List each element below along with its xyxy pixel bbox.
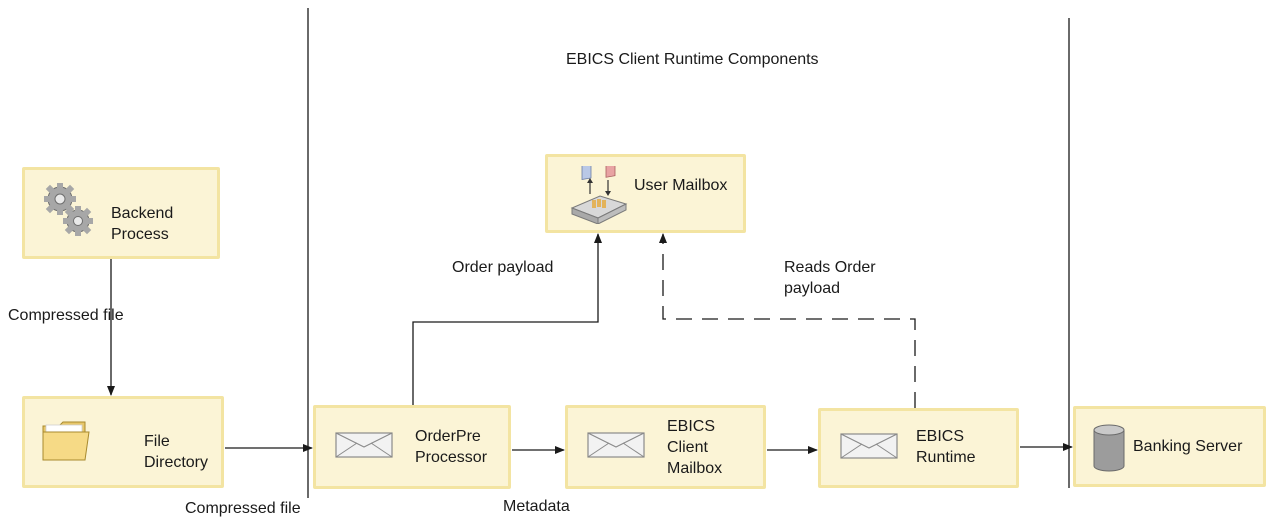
node-ebics-runtime: EBICS Runtime xyxy=(818,408,1019,488)
node-label: Backend Process xyxy=(111,205,174,243)
gears-icon xyxy=(44,183,93,236)
node-label: File Directory xyxy=(144,433,209,471)
arrow-runtime-reads-usermailbox xyxy=(659,233,916,408)
arrow-orderpre-to-usermailbox xyxy=(412,233,602,406)
node-label: EBICS Client Mailbox xyxy=(667,418,723,477)
node-ebics-client-mailbox: EBICS Client Mailbox xyxy=(565,405,766,489)
edge-label-compressed-file-vertical: Compressed file xyxy=(8,307,124,324)
node-label: Banking Server xyxy=(1133,438,1243,455)
node-user-mailbox: User Mailbox xyxy=(545,154,746,233)
node-backend-process: Backend Process xyxy=(22,167,220,259)
folder-icon xyxy=(42,421,90,461)
node-file-directory: File Directory xyxy=(22,396,224,488)
edge-label-order-payload: Order payload xyxy=(452,259,554,276)
diagram-title: EBICS Client Runtime Components xyxy=(566,51,819,68)
edge-label-compressed-file-bottom: Compressed file xyxy=(185,500,301,517)
edge-label-reads-order-payload: Reads Order payload xyxy=(784,259,876,297)
node-orderpre-processor: OrderPre Processor xyxy=(313,405,511,489)
envelope-icon xyxy=(840,433,898,459)
node-label: EBICS Runtime xyxy=(916,428,976,466)
envelope-icon xyxy=(335,432,393,458)
database-icon xyxy=(1093,424,1125,472)
mailbox-tray-icon xyxy=(570,166,628,224)
node-banking-server: Banking Server xyxy=(1073,406,1266,487)
envelope-icon xyxy=(587,432,645,458)
edge-label-metadata: Metadata xyxy=(503,498,570,515)
node-label: OrderPre Processor xyxy=(415,428,488,466)
node-label: User Mailbox xyxy=(634,177,728,194)
